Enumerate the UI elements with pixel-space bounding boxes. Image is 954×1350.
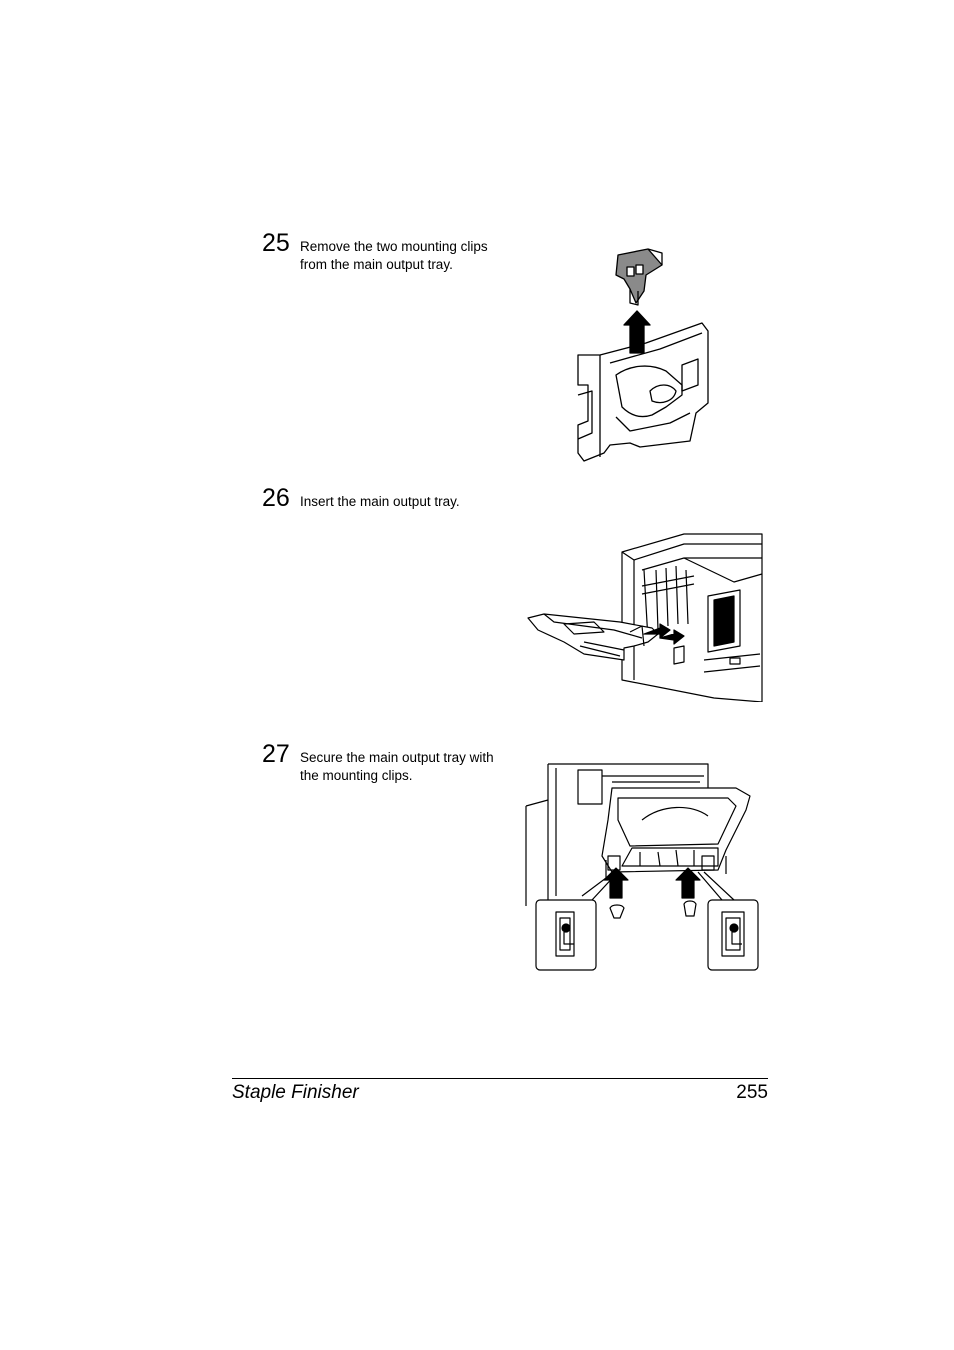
step-instruction-25: Remove the two mounting clips from the m… (300, 239, 488, 272)
step-instruction-26: Insert the main output tray. (300, 494, 460, 509)
step-number-26: 26 (262, 484, 290, 512)
step-number-27: 27 (262, 740, 290, 768)
insert-tray-illustration (527, 533, 763, 702)
step-number-25: 25 (262, 229, 290, 257)
footer-page-number: 255 (736, 1082, 768, 1103)
footer-divider (232, 1078, 768, 1079)
secure-clips-illustration (525, 763, 759, 971)
footer-section-title: Staple Finisher (232, 1082, 359, 1103)
step-instruction-27: Secure the main output tray with the mou… (300, 750, 494, 783)
remove-clips-illustration (577, 248, 709, 462)
